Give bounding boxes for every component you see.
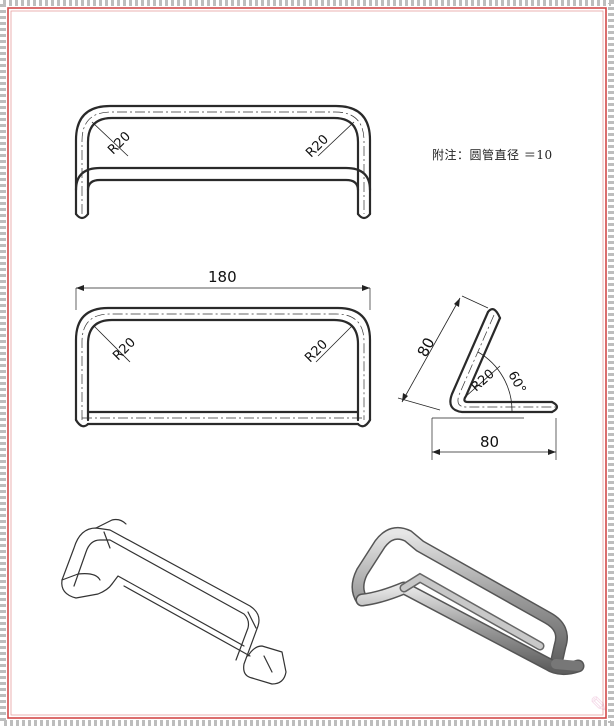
shaded-3d-view xyxy=(351,526,585,676)
top-radius-right-label: R20 xyxy=(303,132,332,161)
drawing-sheet: R20 R20 180 xyxy=(14,12,598,712)
isometric-outline-view xyxy=(61,518,287,685)
height-dimension-label: 80 xyxy=(414,335,439,360)
side-view: 80 60° R20 80 xyxy=(397,295,559,460)
front-radius-left-label: R20 xyxy=(110,335,139,364)
pipe-diameter-note: 附注：圆管直径 ＝10 xyxy=(432,148,553,162)
width-dimension-label: 180 xyxy=(208,268,237,286)
base-dimension-label: 80 xyxy=(480,433,499,451)
angle-label: 60° xyxy=(504,369,528,396)
top-view: R20 R20 xyxy=(74,104,372,220)
side-radius-label: R20 xyxy=(469,367,498,395)
front-view: 180 R20 R20 xyxy=(74,268,372,428)
top-radius-left-label: R20 xyxy=(105,129,134,158)
technical-drawing: R20 R20 180 xyxy=(61,104,585,685)
front-radius-right-label: R20 xyxy=(302,337,331,366)
watermark-logo: ✎ xyxy=(589,693,608,718)
